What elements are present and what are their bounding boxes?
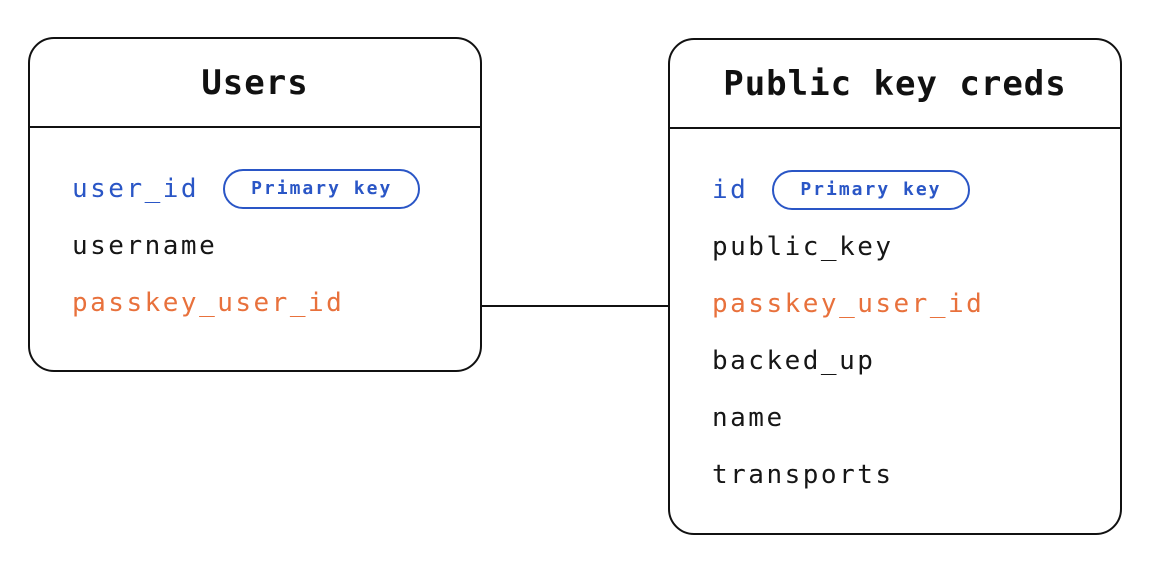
field-name: public_key — [712, 231, 894, 262]
field-row-passkey_user_id: passkey_user_id — [712, 275, 1120, 332]
field-name: id — [712, 174, 749, 205]
field-row-passkey_user_id: passkey_user_id — [72, 274, 480, 331]
table-public-key-creds-title: Public key creds — [670, 40, 1120, 129]
table-public-key-creds: Public key creds id Primary key public_key… — [668, 38, 1122, 535]
field-name: backed_up — [712, 345, 876, 376]
field-name: username — [72, 230, 218, 261]
field-row-public_key: public_key — [712, 218, 1120, 275]
field-name: user_id — [72, 173, 200, 204]
field-name: name — [712, 402, 785, 433]
field-row-user_id: user_id Primary key — [72, 160, 480, 217]
field-name: passkey_user_id — [72, 287, 345, 318]
field-row-transports: transports — [712, 446, 1120, 503]
field-row-backed_up: backed_up — [712, 332, 1120, 389]
field-name: transports — [712, 459, 894, 490]
primary-key-badge: Primary key — [223, 168, 421, 209]
table-users-title: Users — [30, 39, 480, 128]
field-row-id: id Primary key — [712, 161, 1120, 218]
primary-key-badge: Primary key — [772, 169, 970, 210]
field-row-name: name — [712, 389, 1120, 446]
field-row-username: username — [72, 217, 480, 274]
relationship-line — [482, 305, 668, 307]
field-name: passkey_user_id — [712, 288, 985, 319]
